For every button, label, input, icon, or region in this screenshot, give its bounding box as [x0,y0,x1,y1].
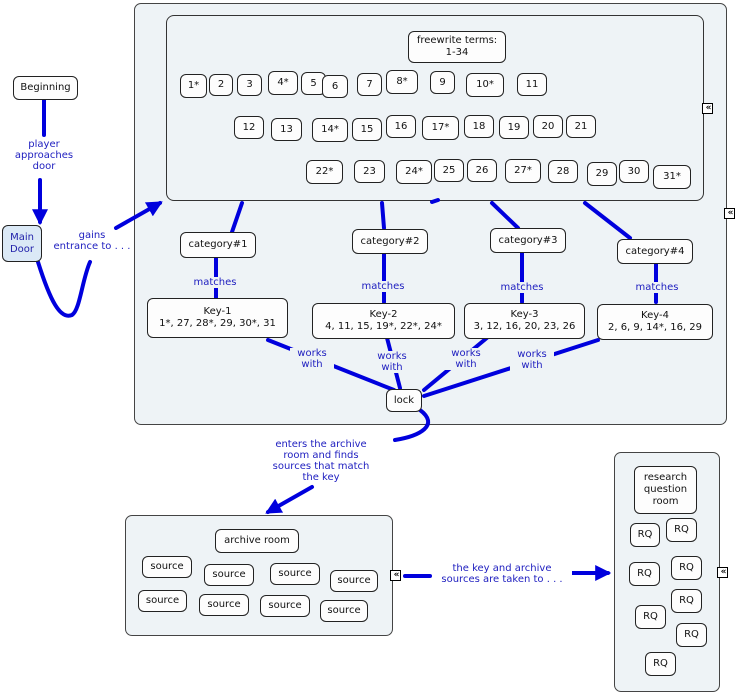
archive-panel-collapse-icon[interactable]: « [390,570,401,581]
key-node[interactable]: Key-3 3, 12, 16, 20, 23, 26 [464,303,585,339]
key-items: 4, 11, 15, 19*, 22*, 24* [325,321,442,332]
link-label-matches: matches [497,282,547,293]
beginning-node[interactable]: Beginning [13,76,78,100]
main-panel-collapse-icon[interactable]: « [724,208,735,219]
source-node[interactable]: source [142,556,192,578]
term-node[interactable]: 13 [271,118,302,141]
term-node[interactable]: 24* [396,160,432,184]
term-node[interactable]: 15 [352,118,382,141]
term-node[interactable]: 23 [354,160,385,183]
term-node[interactable]: 22* [306,160,343,184]
link-terms-to-cat1 [230,201,244,234]
link-terms-to-cat4 [583,201,632,240]
link-terms-to-cat2 [380,201,386,230]
term-node[interactable]: 20 [533,115,563,138]
link-door-to-terms [36,260,92,318]
link-label-matches: matches [358,281,408,292]
category-node[interactable]: category#2 [352,229,428,254]
link-label-enters-archive: enters the archive room and finds source… [266,439,376,483]
term-node[interactable]: 14* [312,118,348,142]
rq-node[interactable]: RQ [630,523,660,547]
key-title: Key-2 [369,309,398,320]
source-node[interactable]: source [320,600,368,622]
term-node[interactable]: 28 [548,160,578,183]
freewrite-terms-title[interactable]: freewrite terms: 1-34 [408,31,506,63]
rq-node[interactable]: RQ [645,652,676,676]
link-terms-small [430,198,440,204]
rq-node[interactable]: RQ [676,623,707,647]
term-node[interactable]: 26 [467,159,497,182]
rq-node[interactable]: RQ [629,562,660,586]
source-node[interactable]: source [260,595,310,617]
link-label-player-approaches: player approaches door [6,139,82,172]
link-lock-archive-2 [265,485,314,514]
term-node[interactable]: 18 [464,115,494,138]
term-node[interactable]: 2 [209,74,233,96]
link-label-works-with: works with [510,349,554,371]
rq-panel-collapse-icon[interactable]: « [717,567,728,578]
rq-node[interactable]: RQ [635,605,666,629]
key-items: 3, 12, 16, 20, 23, 26 [473,321,576,332]
term-node[interactable]: 5 [301,72,326,95]
archive-room-title[interactable]: archive room [215,529,299,553]
term-node[interactable]: 17* [422,116,459,140]
key-items: 1*, 27, 28*, 29, 30*, 31 [159,318,276,329]
term-node[interactable]: 31* [653,165,691,189]
term-node[interactable]: 3 [237,74,262,96]
term-node[interactable]: 25 [434,159,464,182]
link-label-matches: matches [190,277,240,288]
term-node[interactable]: 11 [517,73,547,96]
term-node[interactable]: 4* [268,71,298,95]
term-node[interactable]: 10* [466,73,504,97]
source-node[interactable]: source [330,570,378,592]
term-node[interactable]: 1* [180,74,207,98]
term-node[interactable]: 7 [357,73,382,96]
term-node[interactable]: 12 [234,116,264,139]
category-node[interactable]: category#3 [490,228,566,253]
link-lock-archive [393,408,430,442]
key-node[interactable]: Key-4 2, 6, 9, 14*, 16, 29 [597,304,713,340]
source-node[interactable]: source [199,594,249,616]
rq-node[interactable]: RQ [671,556,702,580]
link-door-to-terms-2 [114,201,163,230]
term-node[interactable]: 30 [619,160,649,183]
term-node[interactable]: 27* [505,159,541,183]
main-door-node[interactable]: Main Door [2,225,42,262]
key-node[interactable]: Key-2 4, 11, 15, 19*, 22*, 24* [312,303,455,339]
key-items: 2, 6, 9, 14*, 16, 29 [607,322,703,333]
term-node[interactable]: 9 [430,71,455,94]
link-label-matches: matches [632,282,682,293]
category-node[interactable]: category#1 [180,232,256,258]
term-node[interactable]: 29 [587,162,617,186]
term-node[interactable]: 16 [386,115,416,138]
link-label-taken-to: the key and archive sources are taken to… [432,563,572,585]
term-node[interactable]: 8* [386,70,418,94]
link-terms-to-cat3 [490,201,520,230]
freewrite-panel-collapse-icon[interactable]: « [702,103,713,114]
key-node[interactable]: Key-1 1*, 27, 28*, 29, 30*, 31 [147,298,288,338]
lock-node[interactable]: lock [386,389,422,412]
source-node[interactable]: source [204,564,254,586]
key-title: Key-3 [510,309,539,320]
research-question-room-title[interactable]: research question room [634,466,697,514]
key-title: Key-1 [203,306,232,317]
link-label-gains-entrance: gains entrance to . . . [52,230,132,252]
category-node[interactable]: category#4 [617,239,693,264]
link-label-works-with: works with [370,351,414,373]
term-node[interactable]: 6 [322,75,348,98]
source-node[interactable]: source [138,590,187,612]
rq-node[interactable]: RQ [666,518,697,542]
term-node[interactable]: 21 [566,115,596,138]
source-node[interactable]: source [270,563,320,585]
link-label-works-with: works with [290,348,334,370]
key-title: Key-4 [641,310,669,321]
link-label-works-with: works with [444,348,488,370]
term-node[interactable]: 19 [499,116,529,139]
rq-node[interactable]: RQ [671,589,702,613]
